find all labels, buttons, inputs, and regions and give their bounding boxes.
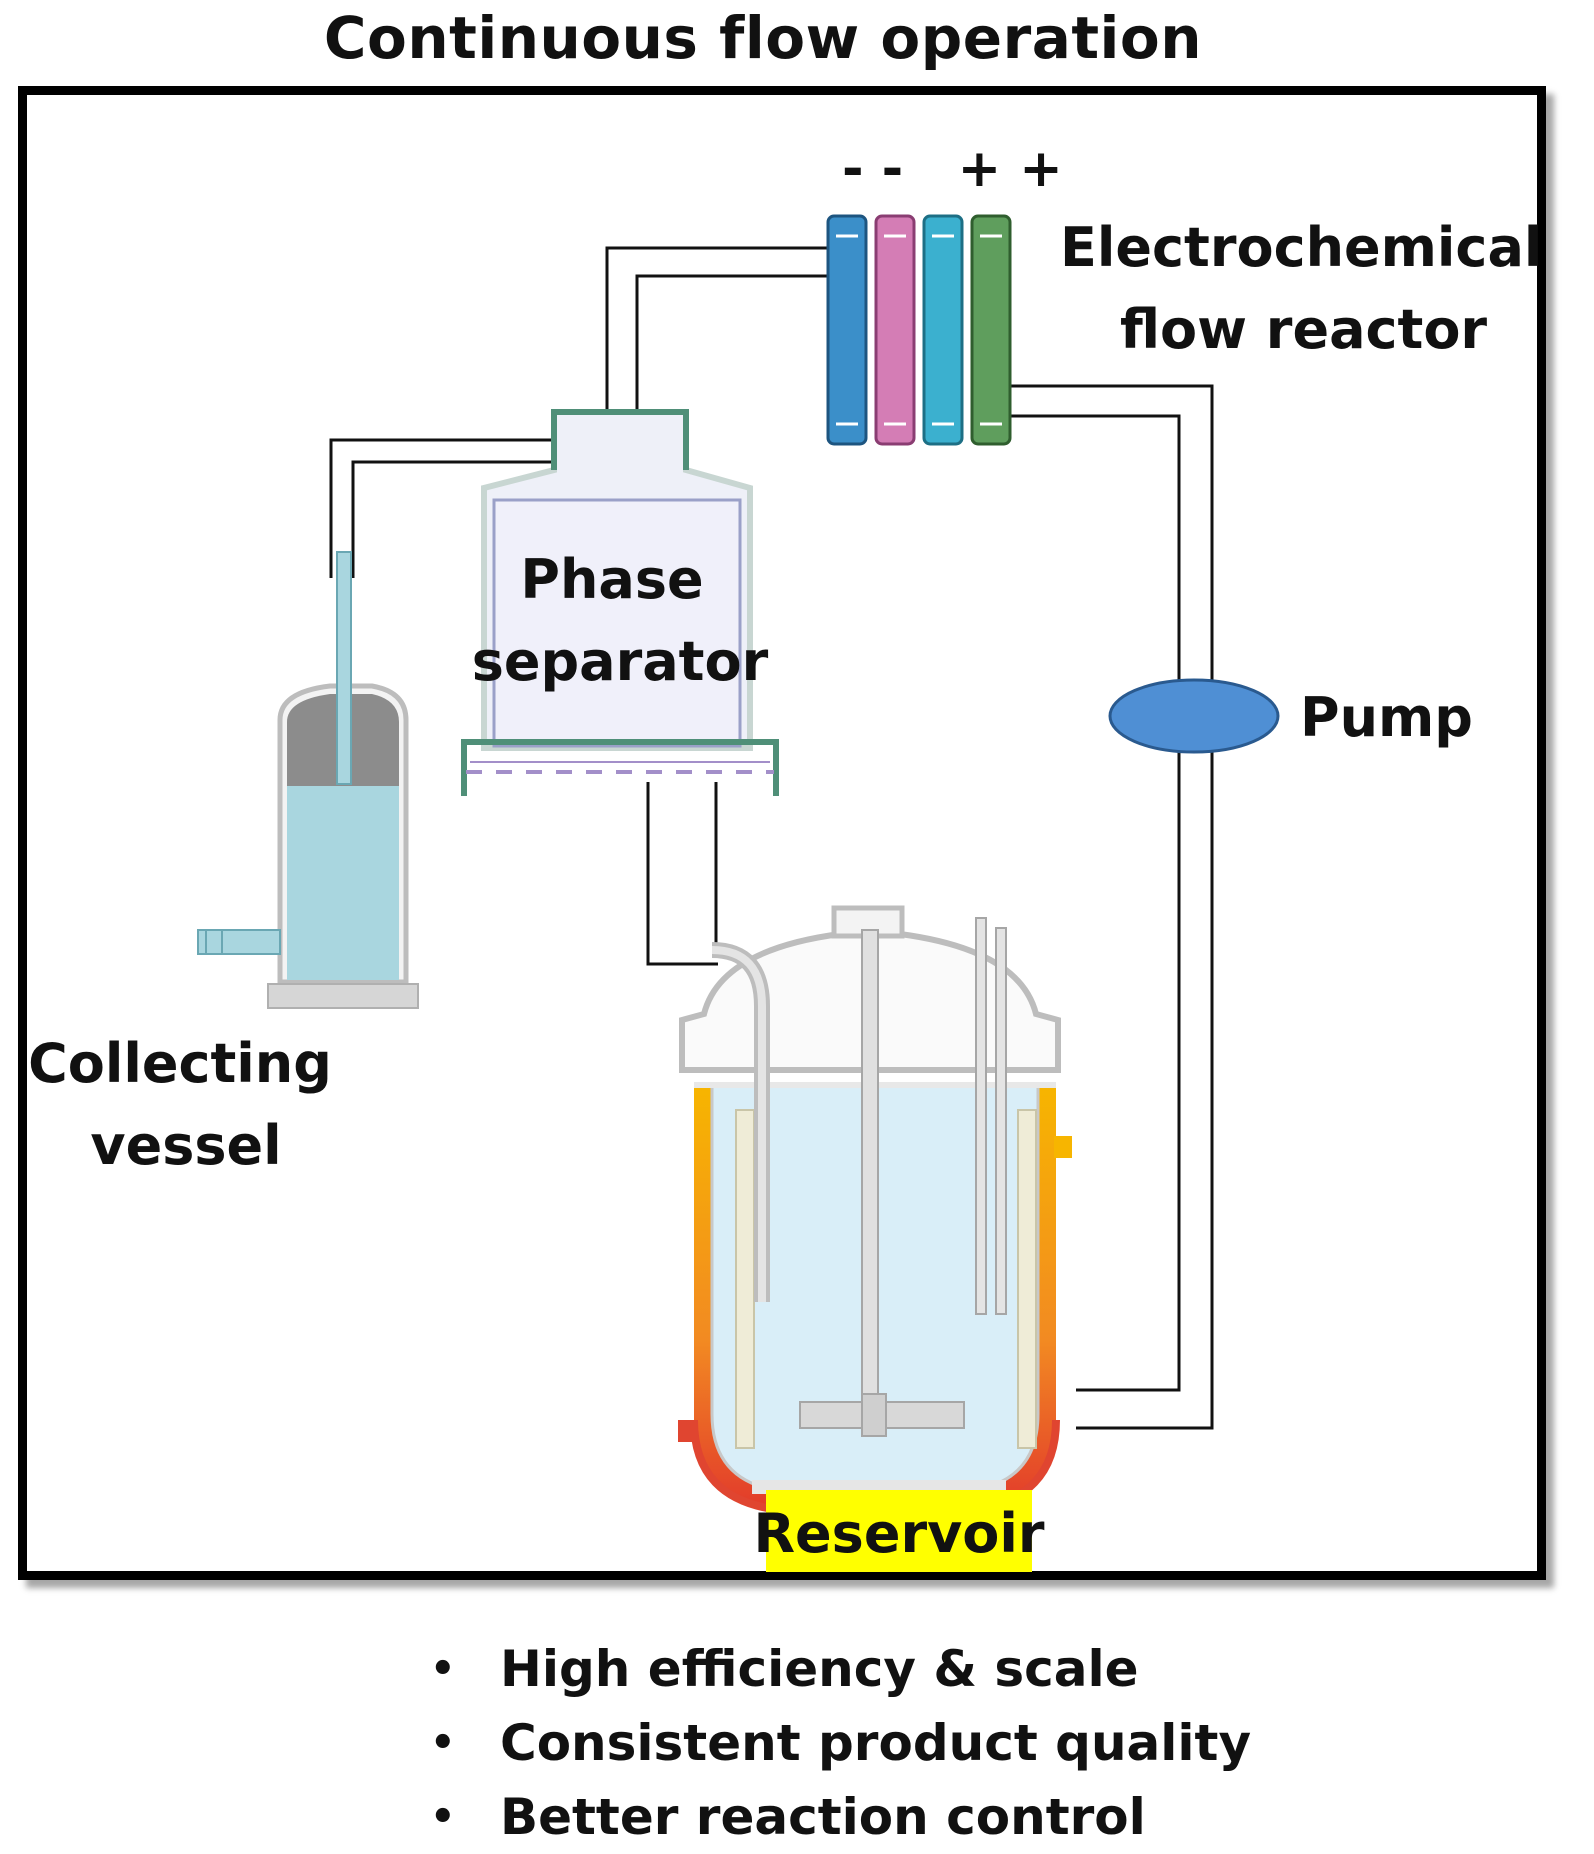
diagram-frame (18, 86, 1546, 1580)
reservoir-label-highlight (766, 1490, 1032, 1572)
benefit-text: High efficiency & scale (500, 1640, 1139, 1698)
electrode-4 (970, 214, 1012, 446)
separator-label-line1: Phase (520, 548, 703, 611)
reservoir-label: Reservoir (753, 1502, 1044, 1565)
bullet-dot: • (430, 1794, 456, 1840)
reservoir-vessel (678, 905, 1072, 1514)
electrochemical-flow-reactor (826, 214, 1012, 446)
bullet-dot: • (430, 1646, 456, 1692)
benefit-text: Consistent product quality (500, 1714, 1252, 1772)
bullet-dot: • (430, 1720, 456, 1766)
reactor-label-line2: flow reactor (1120, 298, 1487, 361)
collecting-label-line2: vessel (90, 1114, 281, 1177)
pump-shape (1108, 678, 1280, 754)
diagram-title: Continuous flow operation (323, 4, 1203, 72)
phase-separator (461, 409, 779, 796)
benefit-text: Better reaction control (500, 1788, 1146, 1846)
electrode-1 (826, 214, 868, 446)
benefit-item: • High efficiency & scale (430, 1632, 1251, 1706)
electrode-polarity-label: - - + + (842, 139, 1063, 199)
benefit-item: • Better reaction control (430, 1780, 1251, 1854)
benefit-item: • Consistent product quality (430, 1706, 1251, 1780)
pump-label: Pump (1300, 686, 1473, 749)
electrode-2 (874, 214, 916, 446)
reactor-label-line1: Electrochemical (1060, 216, 1542, 279)
benefits-list: • High efficiency & scale • Consistent pro… (430, 1632, 1251, 1854)
collecting-label-line1: Collecting (28, 1032, 332, 1095)
tubing (329, 246, 1214, 1430)
collecting-vessel (197, 551, 419, 1009)
electrode-3 (922, 214, 964, 446)
separator-label-line2: separator (472, 630, 769, 693)
